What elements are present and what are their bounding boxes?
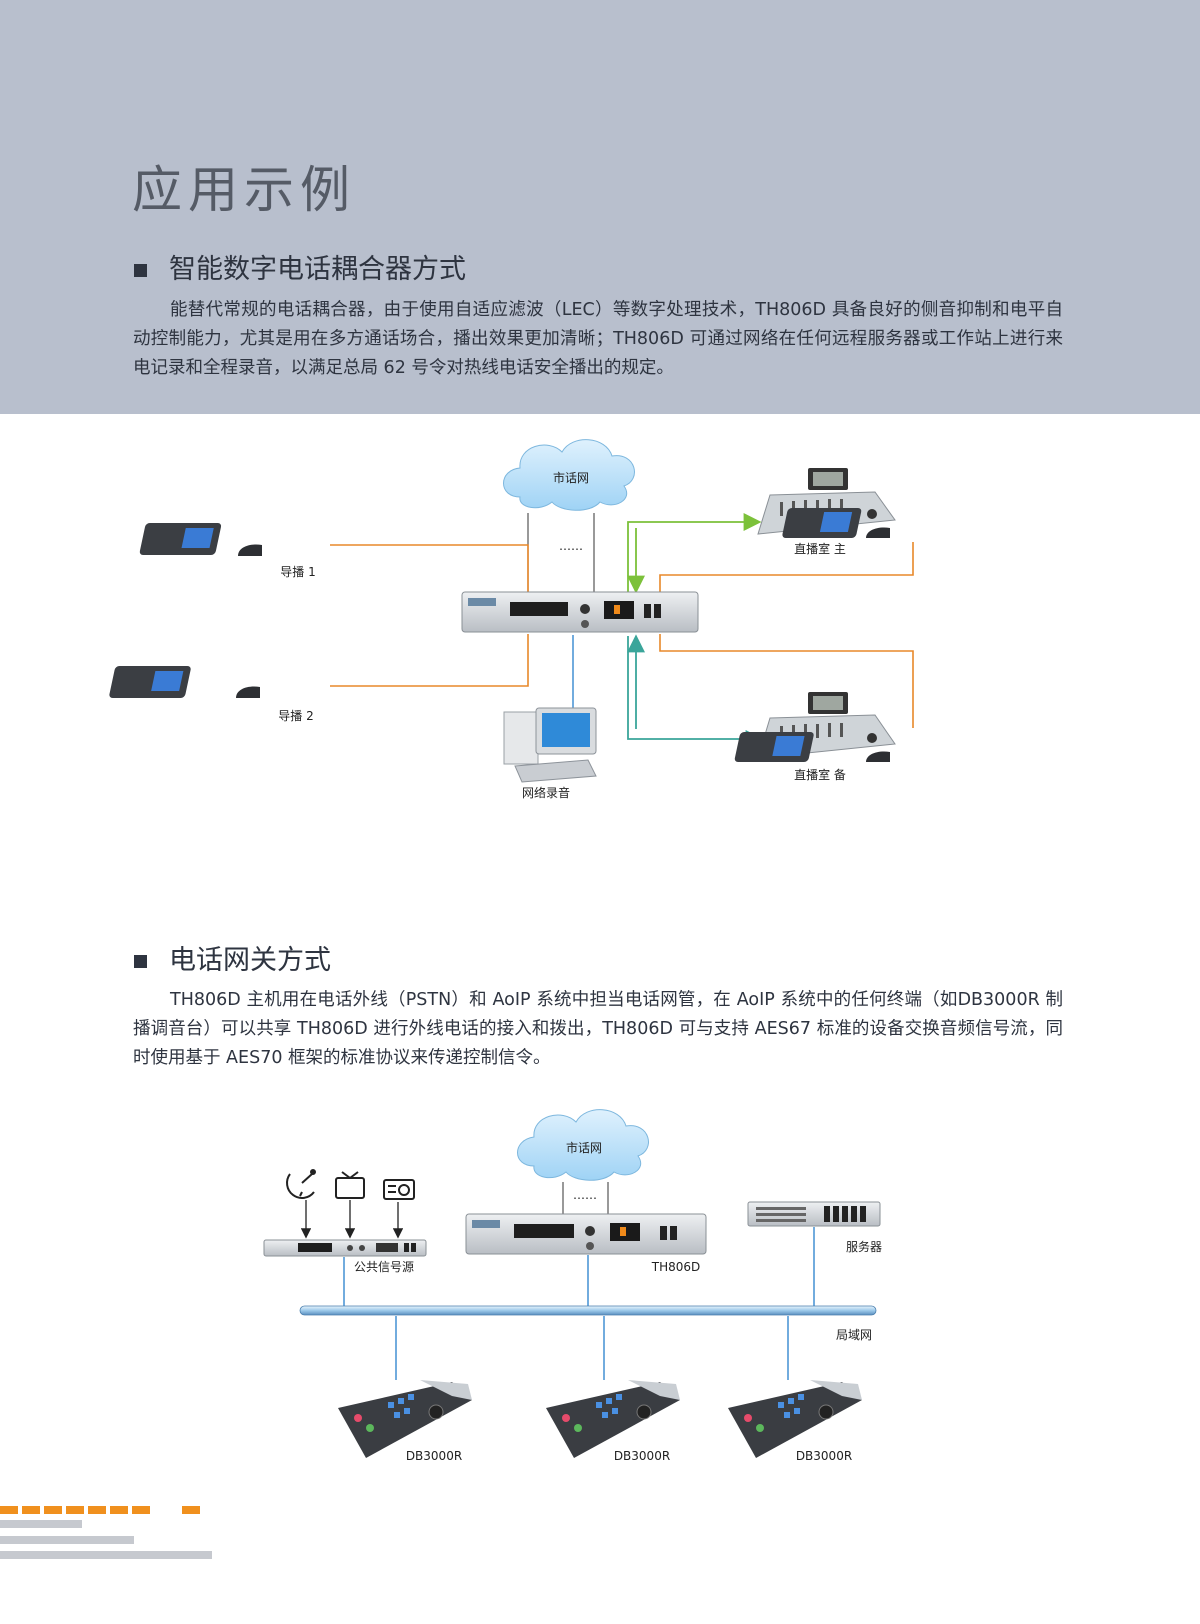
bullet-icon (134, 264, 147, 277)
th806d-unit-icon (461, 591, 699, 633)
console2-label: DB3000R (614, 1449, 670, 1463)
section2-heading: 电话网关方式 (134, 938, 331, 977)
section2-paragraph: TH806D 主机用在电话外线（PSTN）和 AoIP 系统中担当电话网管，在 … (133, 986, 1063, 1073)
cloud-label: 市话网 (566, 1140, 602, 1155)
radio-icon (383, 1179, 415, 1200)
phone-icon (782, 508, 890, 538)
computer-icon (503, 707, 597, 783)
cloud-label: 市话网 (553, 470, 589, 485)
db3000r-console-icon (546, 1380, 680, 1458)
studio-backup-label: 直播室 备 (794, 767, 846, 782)
section1-paragraph: 能替代常规的电话耦合器，由于使用自适应滤波（LEC）等数字处理技术，TH806D… (133, 296, 1063, 383)
section1-line: 制和电平自动控制能力，尤其是用在多方通话场合，播出效果更加清晰；TH806D 可… (133, 300, 1064, 349)
recorder-label: 网络录音 (522, 785, 570, 800)
section2-line: TH806D 主机用在电话外线（PSTN）和 AoIP 系统中担当电话网管，在 … (170, 990, 958, 1010)
console3-label: DB3000R (796, 1449, 852, 1463)
satellite-icon (286, 1169, 316, 1199)
header-band (0, 0, 1200, 414)
phone1-label: 导播 1 (280, 565, 315, 579)
diagram-2: 市话网 …… 公共信号源 (263, 1109, 882, 1463)
section2-line: 设备交换音频信号流，同时使用基于 AES70 框架的标准协议来传递控制信令。 (133, 1019, 1063, 1068)
th806d-unit-icon (465, 1213, 707, 1255)
bullet-icon (134, 955, 147, 968)
diagram-1: 市话网 …… (109, 439, 914, 800)
cloud-icon (503, 439, 635, 511)
phone2-label: 导播 2 (278, 709, 313, 723)
page-title: 应用示例 (132, 161, 356, 219)
console1-label: DB3000R (406, 1449, 462, 1463)
phone-icon (139, 523, 262, 556)
section1-line: 务器或工作站上进行来电记录和全程录音，以满足总局 62 号令对热线电话安全播出的… (133, 329, 1063, 378)
db3000r-console-icon (728, 1380, 862, 1458)
source-unit-icon (263, 1239, 427, 1257)
device-label: TH806D (651, 1260, 701, 1274)
server-label: 服务器 (846, 1239, 882, 1254)
section1-heading: 智能数字电话耦合器方式 (134, 247, 466, 286)
cloud-icon (517, 1109, 649, 1181)
lan-bus (299, 1305, 877, 1316)
dots-text: …… (559, 539, 583, 553)
db3000r-console-icon (338, 1380, 472, 1458)
phone-icon (734, 732, 890, 762)
studio-main-label: 直播室 主 (794, 541, 846, 556)
source-label: 公共信号源 (354, 1260, 414, 1274)
lan-label: 局域网 (836, 1328, 872, 1342)
phone-icon (109, 666, 260, 698)
dots-text: …… (573, 1188, 597, 1202)
section1-heading-text: 智能数字电话耦合器方式 (169, 254, 466, 285)
section1-line: 能替代常规的电话耦合器，由于使用自适应滤波（LEC）等数字处理技术，TH806D… (170, 300, 975, 320)
server-icon (747, 1201, 881, 1227)
section2-heading-text: 电话网关方式 (169, 945, 331, 976)
section2-line: DB3000R 制播调音台）可以共享 TH806D 进行外线电话的接入和拨出，T… (133, 990, 1063, 1039)
tv-icon (335, 1171, 365, 1199)
